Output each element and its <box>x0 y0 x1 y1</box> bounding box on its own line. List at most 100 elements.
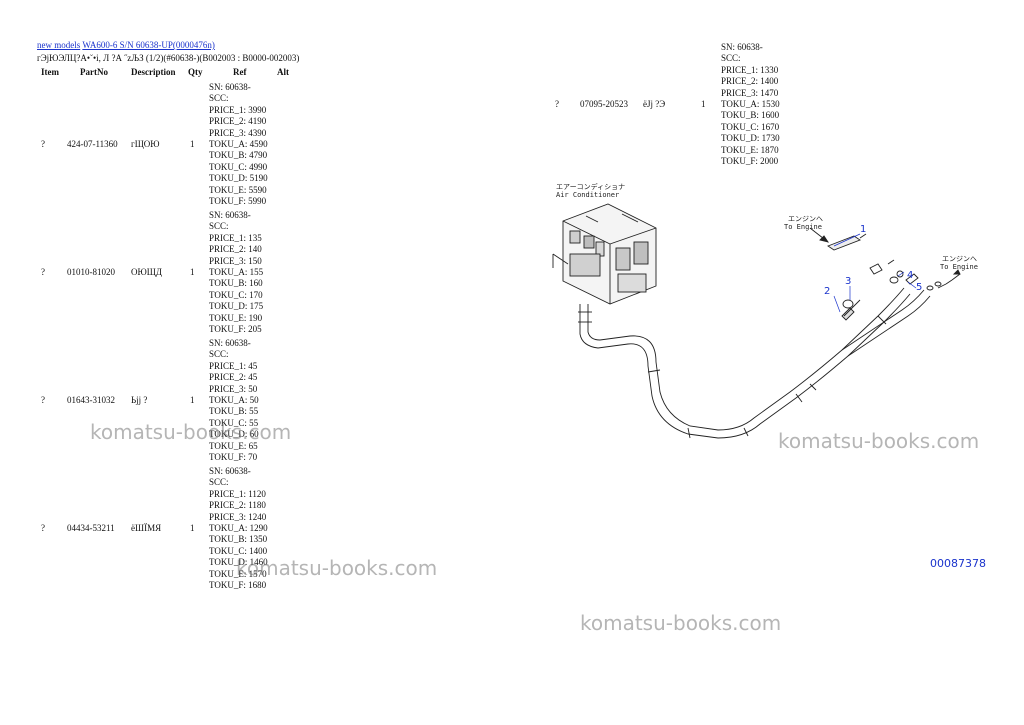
ref-line: TOKU_C: 55 <box>209 417 259 428</box>
ref-line: PRICE_3: 150 <box>209 255 262 266</box>
ref-line: TOKU_E: 1570 <box>209 568 267 579</box>
ref-line: PRICE_1: 135 <box>209 232 262 243</box>
ref-line: SN: 60638- <box>209 338 251 348</box>
row5-ref: SN: 60638- SCC: PRICE_1: 1330 PRICE_2: 1… <box>721 42 780 167</box>
ref-line: TOKU_C: 1670 <box>721 121 780 132</box>
header-ref: Ref <box>233 67 247 77</box>
header-partno: PartNo <box>80 67 108 77</box>
watermark-text: komatsu-books.com <box>236 556 438 580</box>
header-alt: Alt <box>277 67 289 77</box>
ref-line: TOKU_E: 190 <box>209 312 263 323</box>
ref-line: TOKU_A: 155 <box>209 267 264 278</box>
label-engine2-en: To Engine <box>940 263 978 271</box>
parts-diagram: エアーコンディショナ Air Conditioner エンジンへ To Engi… <box>548 176 998 476</box>
row2-item: ? <box>41 267 45 277</box>
label-engine-en: To Engine <box>784 223 822 231</box>
row1-item: ? <box>41 139 45 149</box>
row5-item: ? <box>555 99 559 109</box>
row5-qty: 1 <box>701 99 706 109</box>
breadcrumb-link-model[interactable]: WA600-6 S/N 60638-UP(0000476n) <box>82 40 215 50</box>
drawing-number: 00087378 <box>930 557 986 570</box>
ref-line: PRICE_2: 45 <box>209 372 258 383</box>
callout-3[interactable]: 3 <box>845 276 852 287</box>
arrow-to-engine <box>809 227 961 281</box>
ref-line: TOKU_B: 1600 <box>721 110 780 121</box>
row1-ref: SN: 60638- SCC: PRICE_1: 3990 PRICE_2: 4… <box>209 82 268 207</box>
ref-line: SCC: <box>209 477 229 488</box>
ref-line: TOKU_C: 170 <box>209 289 263 300</box>
ref-line: SCC: <box>721 53 741 64</box>
ref-line: SN: 60638- <box>209 82 251 92</box>
row3-item: ? <box>41 395 45 405</box>
ref-line: TOKU_B: 1350 <box>209 534 268 545</box>
ref-line: PRICE_2: 140 <box>209 244 262 255</box>
ref-line: TOKU_F: 205 <box>209 324 262 335</box>
row5-description: ёЈј ?Э <box>643 99 666 109</box>
callout-2[interactable]: 2 <box>824 286 831 297</box>
ref-line: SCC: <box>209 349 229 360</box>
ref-line: TOKU_F: 70 <box>209 452 258 463</box>
ref-line: TOKU_B: 4790 <box>209 150 268 161</box>
row3-description: Ьјј ? <box>131 395 148 405</box>
ref-line: PRICE_2: 4190 <box>209 116 267 127</box>
callout-1[interactable]: 1 <box>860 224 867 235</box>
ref-line: PRICE_2: 1180 <box>209 500 266 511</box>
ref-line: TOKU_C: 1400 <box>209 545 268 556</box>
ref-line: SCC: <box>209 93 229 104</box>
ref-line: PRICE_3: 4390 <box>209 127 267 138</box>
row2-partno[interactable]: 01010-81020 <box>67 267 115 277</box>
row4-ref: SN: 60638- SCC: PRICE_1: 1120 PRICE_2: 1… <box>209 466 268 591</box>
ref-line: PRICE_2: 1400 <box>721 76 779 87</box>
ref-line: SN: 60638- <box>721 42 763 52</box>
ref-line: TOKU_B: 160 <box>209 278 263 289</box>
ref-line: TOKU_E: 65 <box>209 440 258 451</box>
row2-qty: 1 <box>190 267 195 277</box>
ref-line: TOKU_B: 55 <box>209 406 259 417</box>
row4-item: ? <box>41 523 45 533</box>
ref-line: PRICE_3: 1240 <box>209 511 267 522</box>
row3-qty: 1 <box>190 395 195 405</box>
callout-leaders <box>833 233 917 313</box>
ref-line: PRICE_3: 50 <box>209 383 258 394</box>
watermark-text: komatsu-books.com <box>90 420 292 444</box>
ref-line: PRICE_1: 1330 <box>721 64 779 75</box>
page-subtitle: гЭјЮЭЛЦ?А•˘•і, Л ?А ˝zЉЗ (1/2)(#60638-)(… <box>37 53 300 63</box>
row3-partno[interactable]: 01643-31032 <box>67 395 115 405</box>
ref-line: TOKU_D: 1730 <box>721 133 780 144</box>
header-item: Item <box>41 67 59 77</box>
ref-line: SN: 60638- <box>209 210 251 220</box>
label-engine-jp: エンジンへ <box>788 215 823 223</box>
callout-5[interactable]: 5 <box>916 282 923 293</box>
label-aircon-jp: エアーコンディショナ <box>556 183 626 191</box>
ref-line: PRICE_3: 1470 <box>721 87 779 98</box>
row1-partno[interactable]: 424-07-11360 <box>67 139 118 149</box>
ref-line: PRICE_1: 3990 <box>209 104 267 115</box>
label-aircon-en: Air Conditioner <box>556 191 620 199</box>
breadcrumb: new models WA600-6 S/N 60638-UP(0000476n… <box>37 40 215 50</box>
ref-line: TOKU_E: 5590 <box>209 184 267 195</box>
breadcrumb-link-new-models[interactable]: new models <box>37 40 81 50</box>
callout-4[interactable]: 4 <box>907 270 914 281</box>
ref-line: TOKU_D: 5190 <box>209 173 268 184</box>
hose <box>578 287 931 439</box>
ref-line: TOKU_A: 4590 <box>209 139 268 150</box>
row4-partno[interactable]: 04434-53211 <box>67 523 115 533</box>
ref-line: PRICE_1: 45 <box>209 360 258 371</box>
row5-partno[interactable]: 07095-20523 <box>580 99 628 109</box>
row1-description: гЩОЮ <box>131 139 160 149</box>
ref-line: TOKU_F: 5990 <box>209 196 267 207</box>
row3-ref: SN: 60638- SCC: PRICE_1: 45 PRICE_2: 45 … <box>209 338 259 463</box>
ref-line: TOKU_F: 1680 <box>209 580 267 591</box>
ref-line: PRICE_1: 1120 <box>209 488 266 499</box>
hose-drawing <box>552 203 961 439</box>
watermark-text: komatsu-books.com <box>778 429 980 453</box>
ref-line: TOKU_D: 1460 <box>209 557 268 568</box>
ref-line: TOKU_E: 1870 <box>721 144 779 155</box>
ref-line: TOKU_D: 175 <box>209 301 264 312</box>
fitting-cluster <box>841 259 942 321</box>
ref-line: TOKU_A: 1530 <box>721 99 780 110</box>
ref-line: TOKU_D: 60 <box>209 429 259 440</box>
ref-line: TOKU_A: 1290 <box>209 523 268 534</box>
watermark-text: komatsu-books.com <box>580 611 782 635</box>
label-engine2-jp: エンジンへ <box>942 255 977 263</box>
